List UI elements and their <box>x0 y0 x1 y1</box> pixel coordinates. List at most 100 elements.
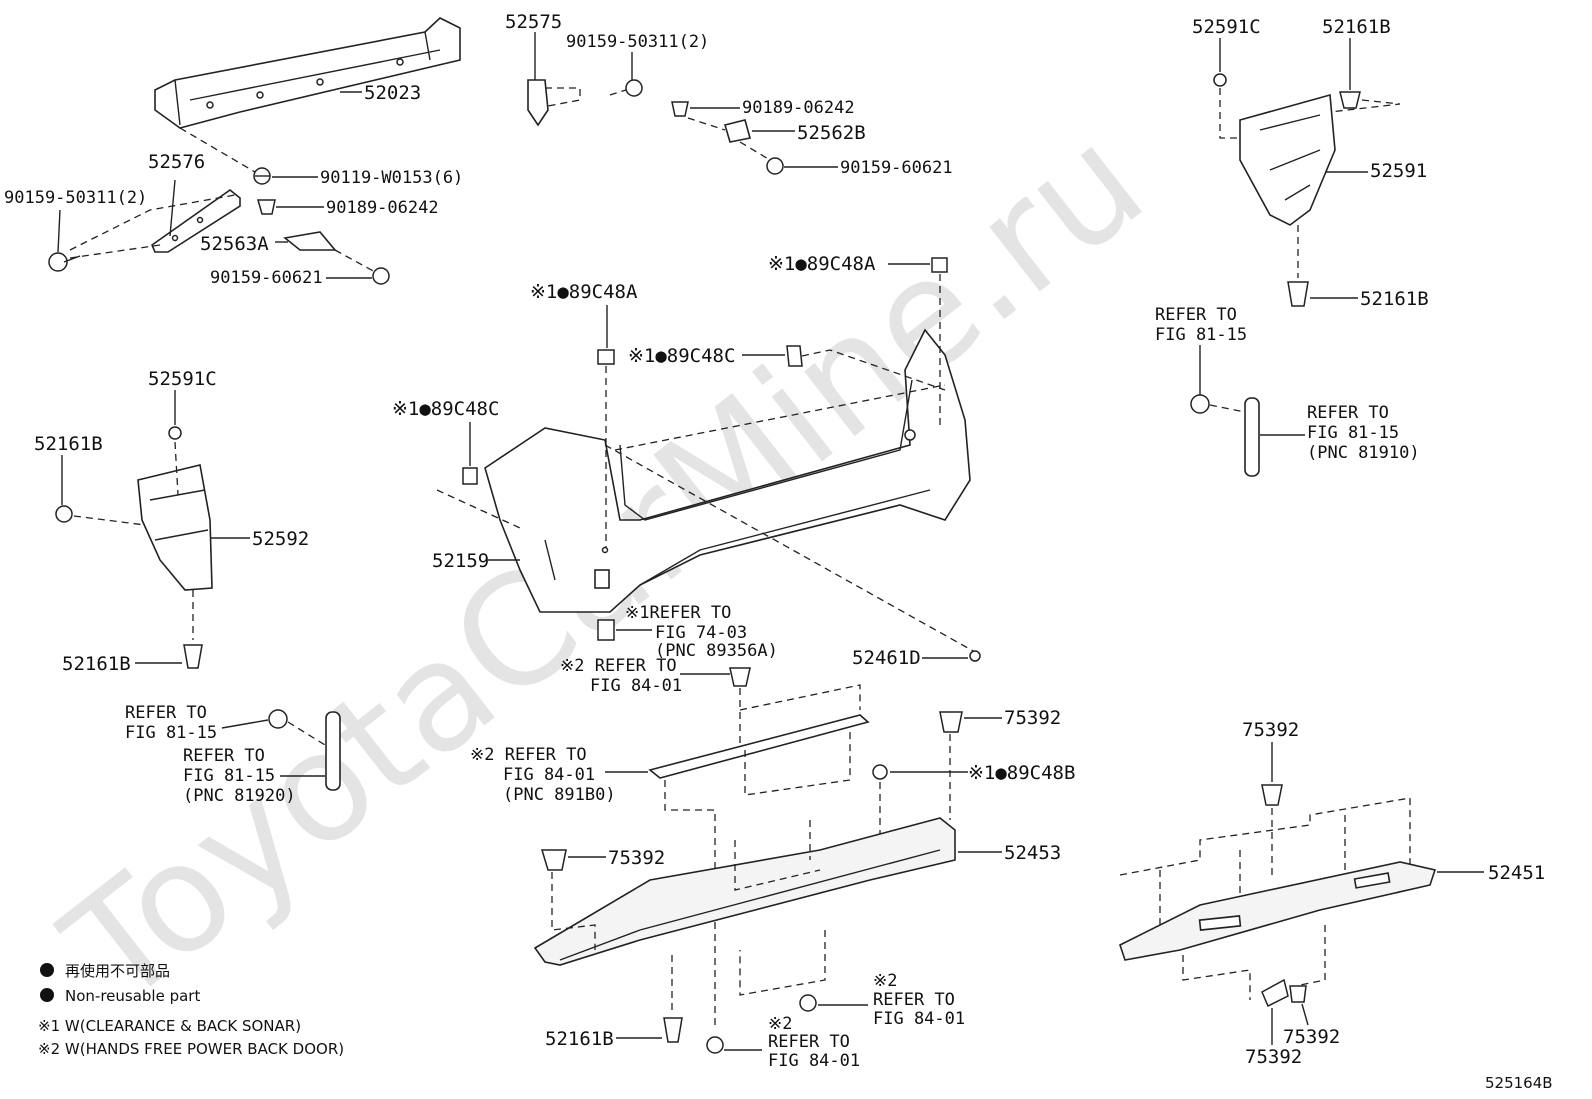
legend-en: Non-reusable part <box>65 987 200 1005</box>
bolt-icon <box>268 709 288 729</box>
label-52023: 52023 <box>364 82 421 104</box>
refer-84-01-d-l2: FIG 84-01 <box>873 1009 965 1029</box>
refer-84-01-a-l2: FIG 84-01 <box>590 676 682 696</box>
clip-75392-icon <box>1261 978 1289 1008</box>
label-90189-06242-a: 90189-06242 <box>326 198 439 218</box>
bracket-left-part <box>151 188 241 253</box>
label-52591c-top: 52591C <box>1192 16 1261 38</box>
clip-icon <box>663 1017 683 1043</box>
clip-icon <box>183 644 203 669</box>
clip-75392-icon <box>1289 985 1307 1003</box>
non-reusable-dot-icon <box>40 988 54 1002</box>
refer-84-01-b-l2: FIG 84-01 <box>503 765 595 785</box>
nut-icon <box>168 426 182 440</box>
label-75392-c: 75392 <box>1242 719 1299 741</box>
screw-icon <box>625 79 643 97</box>
clip-icon <box>671 101 689 117</box>
lower-cover-part <box>533 817 956 966</box>
legend-note-2: ※2 W(HANDS FREE POWER BACK DOOR) <box>38 1040 344 1058</box>
label-52563a: 52563A <box>200 233 269 255</box>
refer-84-01-a-l1: ※2 REFER TO <box>560 656 677 676</box>
clip-icon <box>1339 91 1361 109</box>
clip-75392-icon <box>939 711 963 733</box>
label-75392-a: 75392 <box>1004 707 1061 729</box>
liner-left-part <box>137 464 213 591</box>
label-52159: 52159 <box>432 550 489 572</box>
label-52461d: 52461D <box>852 647 921 669</box>
clip-75392-icon <box>540 849 567 871</box>
clip-icon <box>462 467 478 485</box>
label-52453: 52453 <box>1004 842 1061 864</box>
refer-81920-l3: (PNC 81920) <box>183 786 296 806</box>
label-89c48a-mid: ※1●89C48A <box>530 281 638 303</box>
clip-icon <box>931 257 948 273</box>
legend-note-1: ※1 W(CLEARANCE & BACK SONAR) <box>38 1017 301 1035</box>
retainer-a-part <box>283 231 337 251</box>
clip-icon <box>257 199 276 215</box>
reflector-left-part <box>325 711 341 791</box>
refer-81-15-right-l2: FIG 81-15 <box>1155 325 1247 345</box>
liner-right-part <box>1239 93 1336 226</box>
legend-jp: 再使用不可部品 <box>65 962 170 980</box>
refer-84-01-d-l1: REFER TO <box>873 990 955 1010</box>
label-52161b-low: 52161B <box>545 1028 614 1050</box>
pad-icon <box>969 650 981 662</box>
garnish-part <box>648 714 870 779</box>
reflector-right-part <box>1244 397 1260 477</box>
clip-icon <box>729 667 751 687</box>
refer-74-03-l1: ※1REFER TO <box>625 603 731 623</box>
bolt-icon <box>706 1036 724 1054</box>
label-52161b-left-bottom: 52161B <box>62 653 131 675</box>
clip-icon <box>597 349 615 365</box>
bumper-cover-part <box>484 328 971 613</box>
refer-84-01-c-l2: FIG 84-01 <box>768 1051 860 1071</box>
refer-81920-l2: FIG 81-15 <box>183 766 275 786</box>
refer-81-15-right-l1: REFER TO <box>1155 305 1237 325</box>
sonar-icon <box>597 619 615 641</box>
label-90159-60621-b: 90159-60621 <box>840 158 953 178</box>
bolt-icon <box>799 994 817 1012</box>
bolt-icon <box>253 167 271 185</box>
nut-icon <box>1213 73 1227 87</box>
label-52161b-top: 52161B <box>1322 16 1391 38</box>
non-reusable-dot-icon <box>40 963 54 977</box>
label-90119-w0153: 90119-W0153(6) <box>320 168 463 188</box>
clip-icon <box>55 505 73 523</box>
screw-icon <box>372 267 390 285</box>
screw-icon <box>766 157 784 175</box>
label-52576: 52576 <box>148 151 205 173</box>
refer-84-01-b-l1: ※2 REFER TO <box>470 745 587 765</box>
label-52161b-left: 52161B <box>34 433 103 455</box>
label-90159-50311-right: 90159-50311(2) <box>566 32 709 52</box>
label-89c48c-left: ※1●89C48C <box>392 398 499 420</box>
refer-81910-l1: REFER TO <box>1307 403 1389 423</box>
refer-84-01-d-l0: ※2 <box>873 971 897 991</box>
label-52575: 52575 <box>505 11 562 33</box>
label-90189-06242-b: 90189-06242 <box>742 98 855 118</box>
label-52591: 52591 <box>1370 160 1427 182</box>
diagram-id: 525164B <box>1485 1074 1553 1092</box>
label-89c48b: ※1●89C48B <box>968 762 1075 784</box>
bracket-right-part <box>527 79 549 127</box>
legend: 再使用不可部品 Non-reusable part ※1 W(CLEARANCE… <box>38 962 344 1058</box>
clip-75392-icon <box>1261 784 1283 806</box>
refer-81910-l3: (PNC 81910) <box>1307 443 1420 463</box>
clip-icon <box>786 345 803 367</box>
label-89c48c-mid: ※1●89C48C <box>628 345 735 367</box>
refer-74-03-l2: FIG 74-03 <box>655 623 747 643</box>
retainer-b-part <box>723 119 752 143</box>
clip-icon <box>872 764 888 780</box>
refer-81-15-left-l1: REFER TO <box>125 703 207 723</box>
refer-84-01-b-l3: (PNC 891B0) <box>503 785 616 805</box>
label-52451: 52451 <box>1488 862 1545 884</box>
refer-74-03-l3: (PNC 89356A) <box>655 641 778 661</box>
bolt-icon <box>1190 394 1210 414</box>
step-pad-part <box>1119 861 1437 961</box>
refer-84-01-c-l1: REFER TO <box>768 1032 850 1052</box>
label-52592: 52592 <box>252 528 309 550</box>
label-52161b-right: 52161B <box>1360 288 1429 310</box>
label-90159-50311-left: 90159-50311(2) <box>4 188 147 208</box>
label-89c48a-top: ※1●89C48A <box>768 253 876 275</box>
refer-84-01-c-l0: ※2 <box>768 1014 792 1034</box>
label-75392-d: 75392 <box>1283 1026 1340 1048</box>
